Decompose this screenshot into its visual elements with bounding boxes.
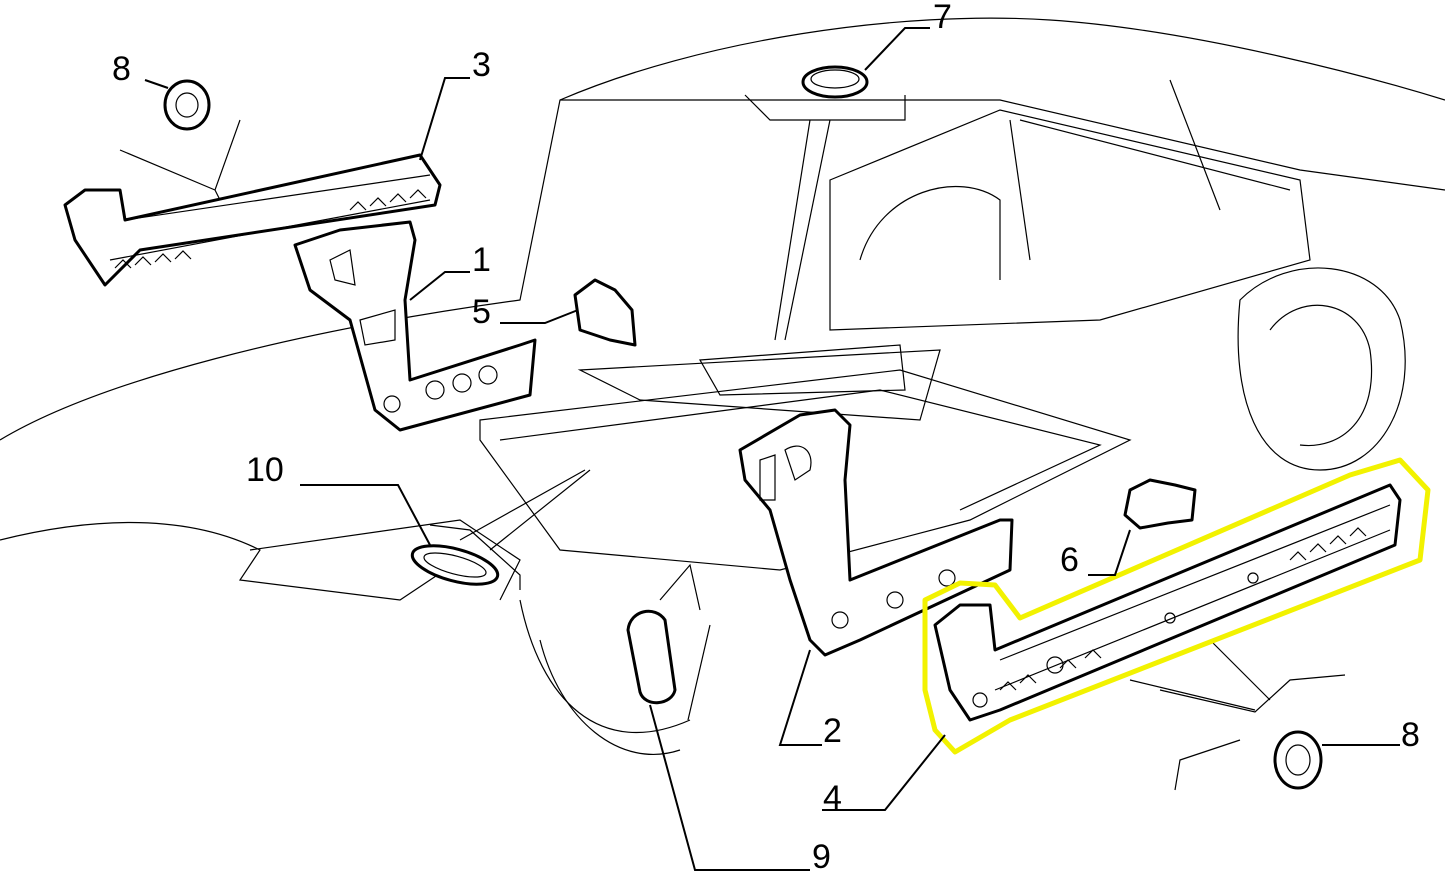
- callout-6: 6: [1060, 541, 1079, 579]
- part-8-grommet-top[interactable]: [163, 79, 211, 131]
- part-10-plug[interactable]: [408, 538, 501, 592]
- part-4-right-sill[interactable]: [933, 483, 1402, 722]
- part-2-pillar[interactable]: [738, 408, 1014, 657]
- callout-4: 4: [823, 779, 842, 817]
- car-body-outline: [0, 17, 1445, 791]
- callout-9: 9: [812, 838, 831, 876]
- part-3-left-sill[interactable]: [63, 153, 442, 287]
- callout-10: 10: [246, 451, 284, 489]
- part-8-grommet-bottom[interactable]: [1273, 730, 1323, 790]
- callout-5: 5: [472, 293, 491, 331]
- callout-1: 1: [472, 241, 491, 279]
- part-6-bracket[interactable]: [1123, 478, 1197, 530]
- part-5-bracket[interactable]: [573, 278, 637, 347]
- part-7-grommet[interactable]: [801, 65, 869, 99]
- callout-7: 7: [933, 0, 952, 36]
- highlight-outline: [922, 457, 1431, 755]
- leader-lines: [144, 27, 1400, 871]
- callout-2: 2: [823, 712, 842, 750]
- part-9-pad[interactable]: [626, 609, 677, 705]
- callout-3: 3: [472, 46, 491, 84]
- callout-8-bottom: 8: [1401, 716, 1420, 754]
- part-1-pillar[interactable]: [293, 220, 537, 432]
- callout-8-top: 8: [112, 50, 131, 88]
